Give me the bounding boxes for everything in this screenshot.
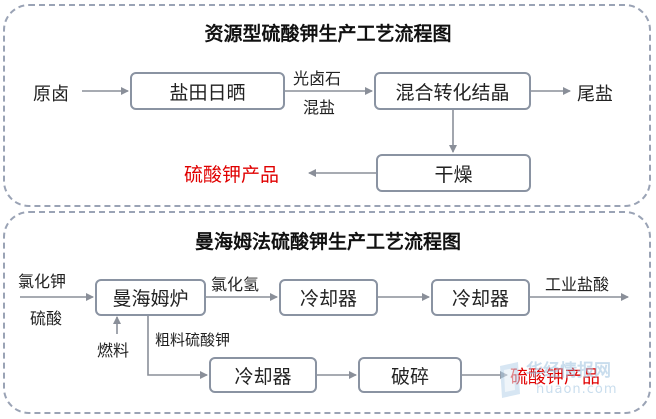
potassium-sulfate-product-label: 硫酸钾产品 xyxy=(184,164,280,186)
crushing-box: 破碎 xyxy=(358,357,462,393)
tail-salt-label: 尾盐 xyxy=(577,84,613,105)
watermark-brand: 华经情报网 xyxy=(526,361,611,381)
cooler-box-1: 冷却器 xyxy=(279,279,378,316)
cooler-box-3: 冷却器 xyxy=(209,357,317,393)
fuel-label: 燃料 xyxy=(97,341,130,360)
carnallite-label: 光卤石 xyxy=(293,69,342,88)
sulfuric-acid-label: 硫酸 xyxy=(30,309,63,328)
potassium-chloride-label: 氯化钾 xyxy=(18,272,67,291)
mix-conversion-crystallization-box: 混合转化结晶 xyxy=(374,72,531,110)
salt-pan-evaporation-box: 盐田日晒 xyxy=(130,72,285,110)
bottom-flowchart-title: 曼海姆法硫酸钾生产工艺流程图 xyxy=(194,231,461,253)
potassium-sulfate-product-label-2: 硫酸钾产品 xyxy=(510,367,600,388)
top-process-panel xyxy=(3,4,651,207)
industrial-hydrochloric-acid-label: 工业盐酸 xyxy=(545,275,610,294)
watermark: 华经情报网 huaon.com xyxy=(498,354,648,414)
top-flowchart-title: 资源型硫酸钾生产工艺流程图 xyxy=(204,23,452,45)
input-raw-brine-label: 原卤 xyxy=(33,84,69,105)
mannheim-furnace-box: 曼海姆炉 xyxy=(95,279,206,316)
hydrogen-chloride-label: 氯化氢 xyxy=(211,275,260,294)
bottom-process-panel xyxy=(3,211,651,414)
mixed-salt-label: 混盐 xyxy=(303,98,336,117)
drying-box: 干燥 xyxy=(376,154,531,192)
arrow-furnace-to-cooler3 xyxy=(147,316,208,379)
crude-potassium-sulfate-label: 粗料硫酸钾 xyxy=(155,331,231,349)
watermark-logo-icon xyxy=(500,362,520,398)
cooler-box-2: 冷却器 xyxy=(431,279,530,316)
watermark-site: huaon.com xyxy=(536,382,618,397)
